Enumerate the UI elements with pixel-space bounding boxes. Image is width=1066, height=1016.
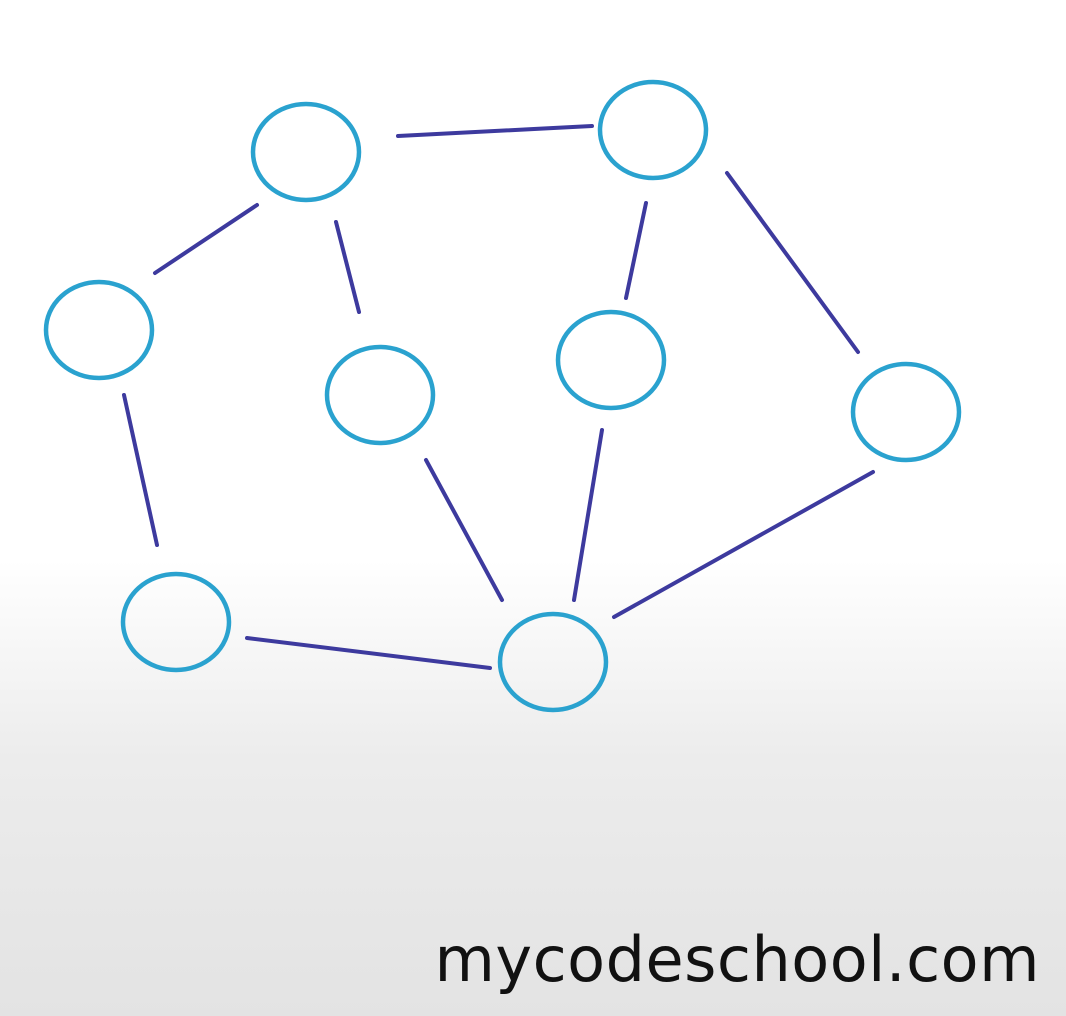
graph-node-n8	[497, 611, 609, 713]
edge-n2-n5	[624, 201, 648, 300]
edge-n1-n3	[153, 203, 259, 275]
graph-node-n4	[324, 344, 436, 446]
edge-n4-n8	[424, 458, 504, 602]
edge-n3-n7	[122, 393, 159, 547]
edge-n7-n8	[245, 636, 492, 670]
graph-node-n5	[555, 309, 667, 411]
edges-layer	[122, 124, 875, 670]
graph-node-n1	[250, 101, 362, 203]
graph-node-n2	[597, 79, 709, 181]
edge-n1-n2	[396, 124, 594, 138]
edge-n1-n4	[334, 220, 361, 314]
edge-n2-n6	[725, 171, 860, 354]
edge-n6-n8	[612, 470, 875, 619]
graph-node-n6	[850, 361, 962, 463]
graph-node-n7	[120, 571, 232, 673]
nodes-layer	[43, 79, 962, 713]
graph-node-n3	[43, 279, 155, 381]
edge-n5-n8	[572, 428, 604, 602]
site-watermark: mycodeschool.com	[434, 923, 1040, 996]
